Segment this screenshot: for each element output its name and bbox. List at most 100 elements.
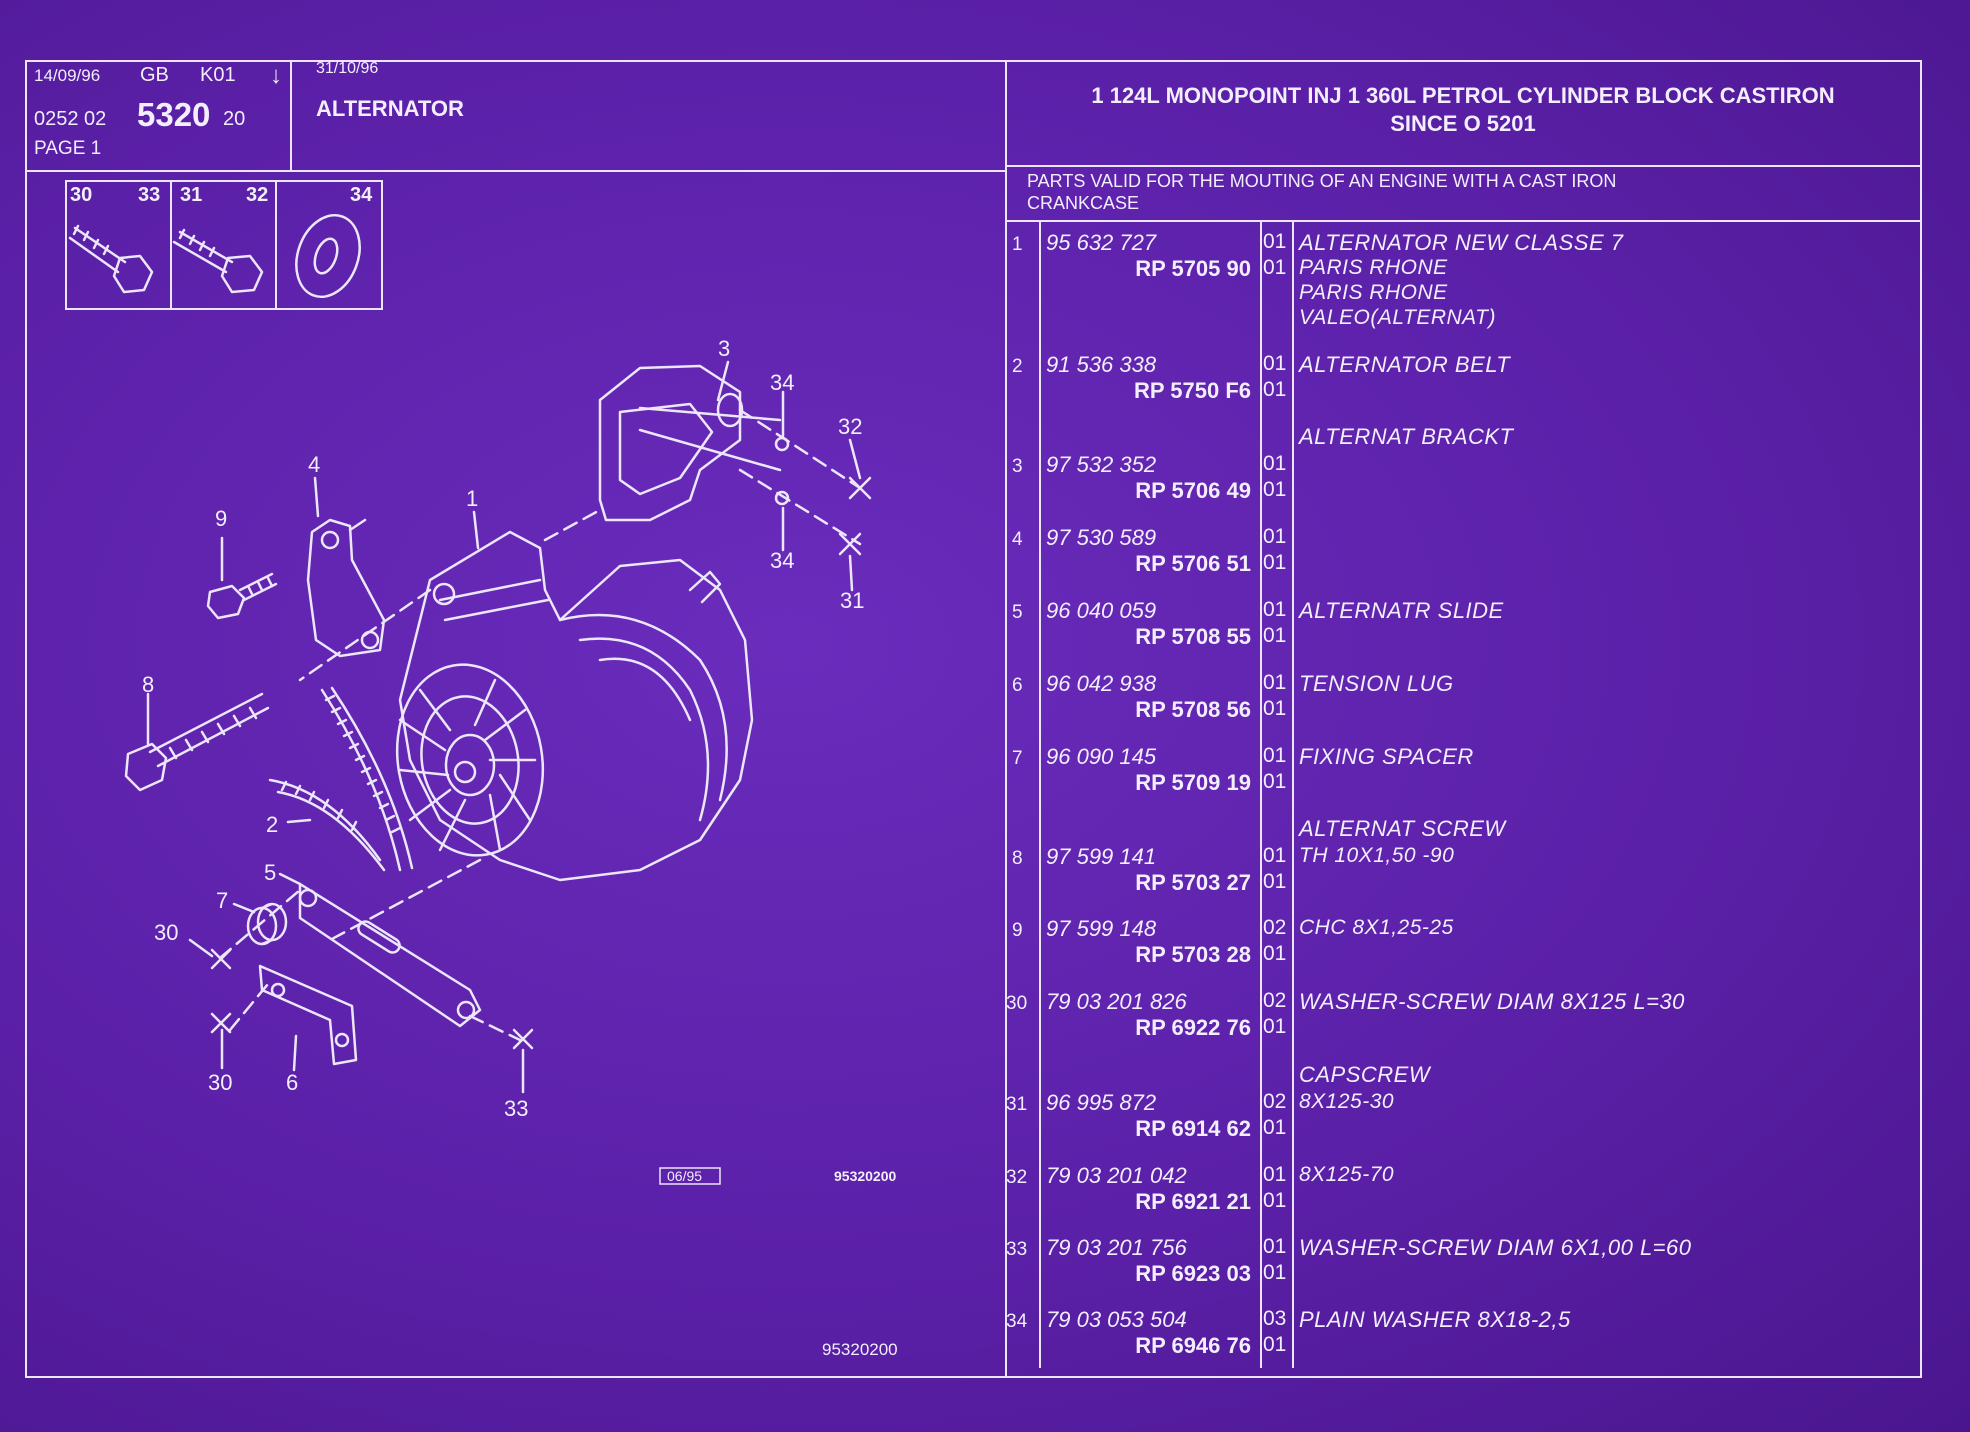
group-suffix: 20 bbox=[223, 108, 246, 130]
frame-top bbox=[25, 60, 1921, 62]
part-qty-1: 03 bbox=[1263, 1307, 1287, 1330]
alternator-icon bbox=[395, 530, 754, 882]
part-description: ALTERNATR SLIDE bbox=[1299, 598, 1504, 623]
part-reference: 79 03 201 826 bbox=[1046, 989, 1187, 1014]
part-rp-number: RP 5708 56 bbox=[1135, 697, 1251, 722]
inset-left bbox=[65, 180, 67, 310]
part-rp-number: RP 6922 76 bbox=[1135, 1015, 1251, 1040]
callout-34-top: 34 bbox=[770, 370, 795, 395]
part-index: 30 bbox=[1006, 993, 1028, 1014]
part-rp-number: RP 6946 76 bbox=[1135, 1333, 1251, 1358]
part-qty-2: 01 bbox=[1263, 942, 1287, 965]
part-row: 4 97 530 589 RP 5706 51 01 01 bbox=[1006, 523, 1906, 593]
engine-title: 1 124L MONOPOINT INJ 1 360L PETROL CYLIN… bbox=[1006, 82, 1920, 138]
part-qty-1: 01 bbox=[1263, 352, 1287, 375]
part-reference: 79 03 201 042 bbox=[1046, 1163, 1187, 1188]
part-row: 30 79 03 201 826 RP 6922 76 02 01 WASHER… bbox=[1006, 987, 1906, 1057]
part-qty-2: 01 bbox=[1263, 1333, 1287, 1356]
part-description: WASHER-SCREW DIAM 6X1,00 L=60 bbox=[1299, 1235, 1692, 1260]
callout-5: 5 bbox=[264, 860, 277, 885]
validity-note-line1: PARTS VALID FOR THE MOUTING OF AN ENGINE… bbox=[1027, 171, 1617, 191]
section-title: ALTERNATOR bbox=[316, 96, 464, 121]
part-description: VALEO(ALTERNAT) bbox=[1299, 306, 1496, 329]
inset-top bbox=[65, 180, 383, 182]
inset-label-31: 31 bbox=[180, 184, 203, 206]
part-description: TENSION LUG bbox=[1299, 671, 1454, 696]
part-reference: 97 532 352 bbox=[1046, 452, 1157, 477]
callout-2: 2 bbox=[266, 812, 279, 837]
part-qty-2: 01 bbox=[1263, 378, 1287, 401]
alternator-slide-icon bbox=[298, 882, 482, 1028]
part-qty-2: 01 bbox=[1263, 697, 1287, 720]
callout-31: 31 bbox=[840, 588, 865, 613]
part-reference: 97 530 589 bbox=[1046, 525, 1157, 550]
part-index: 33 bbox=[1006, 1239, 1028, 1260]
part-row: 31 96 995 872 RP 6914 62 02 01 CAPSCREW … bbox=[1006, 1062, 1906, 1158]
part-qty-1: 01 bbox=[1263, 1235, 1287, 1258]
inset-div2 bbox=[275, 180, 277, 310]
screw-9-icon bbox=[206, 572, 278, 620]
part-rp-number: RP 5706 49 bbox=[1135, 478, 1251, 503]
part-row: 1 95 632 727 RP 5705 90 01 01 ALTERNATOR… bbox=[1006, 228, 1906, 329]
part-qty-2: 01 bbox=[1263, 1189, 1287, 1212]
note-bottom bbox=[1005, 220, 1921, 222]
part-index: 4 bbox=[1012, 529, 1023, 550]
inset-label-30: 30 bbox=[70, 184, 93, 206]
part-description: CAPSCREW bbox=[1299, 1062, 1431, 1087]
part-rp-number: RP 6921 21 bbox=[1135, 1189, 1251, 1214]
part-description: PARIS RHONE bbox=[1299, 256, 1448, 279]
language-code: GB bbox=[140, 64, 169, 86]
part-qty-1: 01 bbox=[1263, 844, 1287, 867]
part-description: TH 10X1,50 -90 bbox=[1299, 844, 1455, 867]
part-description: PARIS RHONE bbox=[1299, 281, 1448, 304]
tension-lug-icon bbox=[258, 964, 358, 1066]
date-stamp-box bbox=[659, 1167, 721, 1185]
frame-left bbox=[25, 60, 27, 1378]
callout-9: 9 bbox=[215, 506, 228, 531]
validity-note: PARTS VALID FOR THE MOUTING OF AN ENGINE… bbox=[1027, 170, 1616, 214]
callout-33: 33 bbox=[504, 1096, 529, 1121]
part-index: 5 bbox=[1012, 602, 1023, 623]
part-reference: 96 042 938 bbox=[1046, 671, 1157, 696]
part-rp-number: RP 6923 03 bbox=[1135, 1261, 1251, 1286]
group-prefix: 0252 02 bbox=[34, 108, 107, 130]
fixing-spacer-icon bbox=[246, 902, 288, 946]
part-reference: 91 536 338 bbox=[1046, 352, 1157, 377]
inset-screw-2-icon bbox=[172, 228, 264, 294]
col-qty-right bbox=[1292, 222, 1294, 1368]
arrow-down-icon: ↓ bbox=[270, 62, 282, 89]
part-rp-number: RP 5703 27 bbox=[1135, 870, 1251, 895]
screw-8-icon bbox=[124, 692, 270, 792]
callout-32: 32 bbox=[838, 414, 863, 439]
part-description: CHC 8X1,25-25 bbox=[1299, 916, 1454, 939]
part-row: 8 97 599 141 RP 5703 27 01 01 ALTERNAT S… bbox=[1006, 816, 1906, 912]
part-reference: 97 599 141 bbox=[1046, 844, 1157, 869]
figure-code-1: 95320200 bbox=[834, 1168, 897, 1184]
inset-bottom bbox=[65, 308, 383, 310]
engine-title-line2: SINCE O 5201 bbox=[1390, 111, 1536, 136]
callout-1: 1 bbox=[466, 486, 479, 511]
part-index: 3 bbox=[1012, 456, 1023, 477]
alternator-belt-icon bbox=[268, 686, 414, 872]
part-row: 33 79 03 201 756 RP 6923 03 01 01 WASHER… bbox=[1006, 1233, 1906, 1303]
figure-code-2: 95320200 bbox=[822, 1340, 898, 1359]
part-reference: 97 599 148 bbox=[1046, 916, 1157, 941]
part-rp-number: RP 5703 28 bbox=[1135, 942, 1251, 967]
revision-date: 31/10/96 bbox=[316, 60, 379, 77]
validity-note-line2: CRANKCASE bbox=[1027, 193, 1140, 213]
part-rp-number: RP 6914 62 bbox=[1135, 1116, 1251, 1141]
callout-30-top: 30 bbox=[154, 920, 179, 945]
part-index: 31 bbox=[1006, 1094, 1028, 1115]
part-reference: 79 03 201 756 bbox=[1046, 1235, 1187, 1260]
inset-label-32: 32 bbox=[246, 184, 269, 206]
callout-7: 7 bbox=[216, 888, 229, 913]
part-qty-1: 02 bbox=[1263, 916, 1287, 939]
inset-div1 bbox=[170, 180, 172, 310]
header-bottom-left bbox=[25, 170, 1005, 172]
part-description: ALTERNATOR NEW CLASSE 7 bbox=[1299, 230, 1624, 255]
part-description: WASHER-SCREW DIAM 8X125 L=30 bbox=[1299, 989, 1685, 1014]
part-row: 9 97 599 148 RP 5703 28 02 01 CHC 8X1,25… bbox=[1006, 914, 1906, 984]
part-description: ALTERNATOR BELT bbox=[1299, 352, 1511, 377]
part-reference: 96 995 872 bbox=[1046, 1090, 1157, 1115]
